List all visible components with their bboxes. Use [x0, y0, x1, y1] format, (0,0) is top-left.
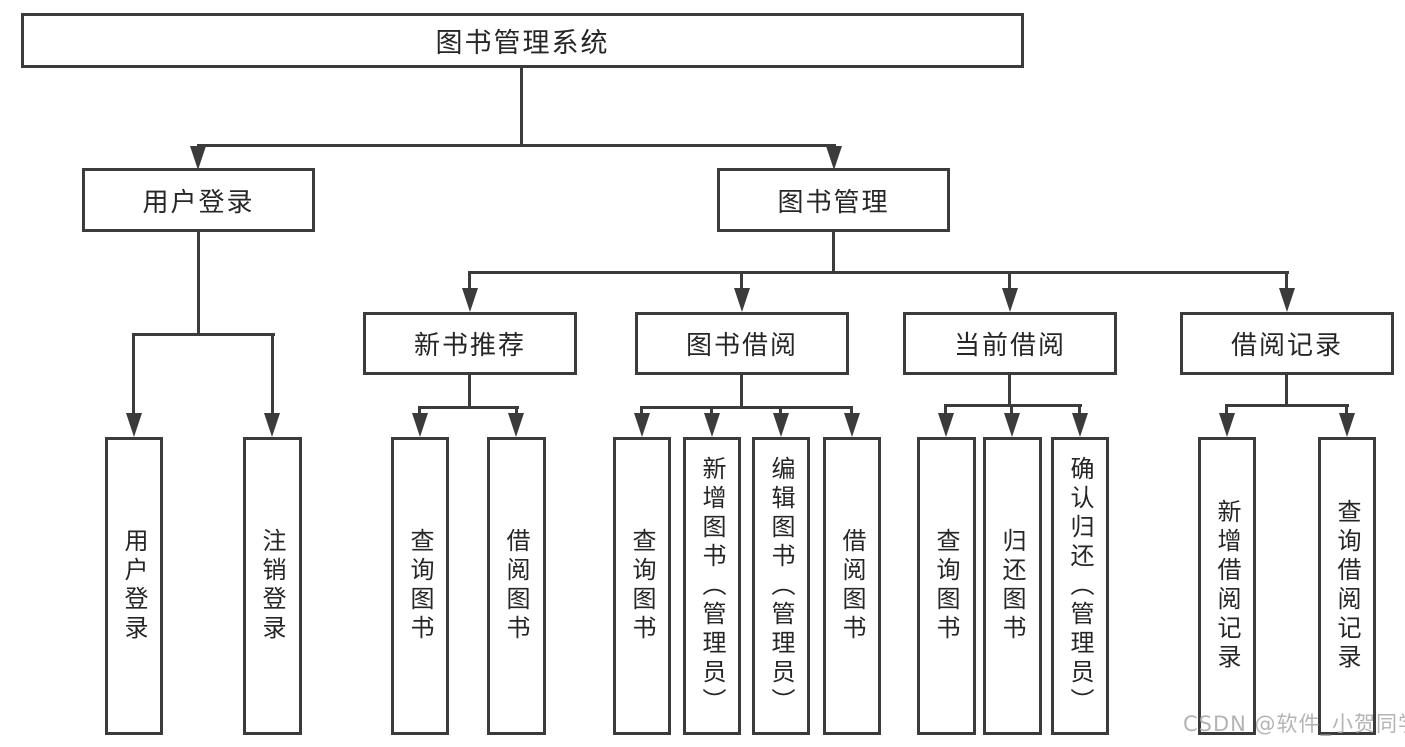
arrow-down — [508, 413, 524, 437]
node-user-login: 用户登录 — [82, 168, 315, 232]
node-book-borrow: 图书借阅 — [635, 312, 849, 375]
arrow-down — [1339, 413, 1355, 437]
leaf-br-query-record: 查询借阅记录 — [1318, 437, 1376, 735]
arrow-down — [1004, 413, 1020, 437]
node-root: 图书管理系统 — [21, 13, 1024, 68]
leaf-cb-confirm-return: 确认归还（管理员） — [1051, 437, 1109, 735]
arrow-down — [826, 146, 842, 170]
leaf-cb-query-book: 查询图书 — [917, 437, 976, 735]
connector-line — [740, 273, 743, 288]
leaf-br-add-record: 新增借阅记录 — [1198, 437, 1256, 735]
connector-line — [850, 408, 853, 413]
node-book-management: 图书管理 — [717, 168, 950, 232]
connector-line — [640, 406, 853, 409]
arrow-down — [1219, 413, 1235, 437]
node-current-borrow: 当前借阅 — [903, 312, 1117, 375]
watermark: CSDN @软件_小贺同学 — [1183, 712, 1405, 736]
connector-line — [1225, 406, 1228, 413]
connector-line — [1345, 406, 1348, 413]
connector-line — [710, 408, 713, 413]
arrow-down — [634, 413, 650, 437]
arrow-down — [704, 413, 720, 437]
connector-line — [468, 273, 471, 288]
connector-line — [1008, 273, 1011, 288]
connector-line — [520, 68, 523, 146]
leaf-nb-borrow-book: 借阅图书 — [487, 437, 546, 735]
arrow-down — [1279, 288, 1295, 312]
node-borrow-record: 借阅记录 — [1180, 312, 1394, 375]
leaf-bb-add-book: 新增图书（管理员） — [683, 437, 741, 735]
leaf-user-login: 用户登录 — [105, 437, 163, 735]
connector-line — [271, 335, 274, 413]
connector-line — [1008, 375, 1011, 406]
arrow-down — [412, 413, 428, 437]
leaf-cb-return-book: 归还图书 — [983, 437, 1042, 735]
leaf-bb-borrow-book: 借阅图书 — [823, 437, 881, 735]
connector-line — [197, 144, 836, 147]
leaf-bb-edit-book: 编辑图书（管理员） — [752, 437, 810, 735]
connector-line — [1285, 273, 1288, 288]
arrow-down — [462, 288, 478, 312]
connector-line — [779, 408, 782, 413]
arrow-down — [938, 413, 954, 437]
leaf-bb-query-book: 查询图书 — [613, 437, 671, 735]
arrow-down — [190, 146, 206, 170]
node-new-book-recommend: 新书推荐 — [363, 312, 577, 375]
arrow-down — [1002, 288, 1018, 312]
connector-line — [944, 406, 947, 413]
arrow-down — [126, 413, 142, 437]
connector-line — [515, 408, 518, 413]
connector-line — [418, 408, 421, 413]
connector-line — [468, 271, 1289, 274]
connector-line — [1078, 406, 1081, 413]
connector-line — [640, 408, 643, 413]
connector-line — [197, 232, 200, 335]
connector-line — [468, 375, 471, 408]
connector-line — [132, 333, 275, 336]
leaf-logout: 注销登录 — [243, 437, 302, 735]
connector-line — [418, 406, 519, 409]
arrow-down — [773, 413, 789, 437]
arrow-down — [264, 413, 280, 437]
arrow-down — [1072, 413, 1088, 437]
leaf-nb-query-book: 查询图书 — [391, 437, 449, 735]
connector-line — [1225, 404, 1349, 407]
connector-line — [1285, 375, 1288, 406]
connector-line — [944, 404, 1082, 407]
connector-line — [832, 232, 835, 273]
connector-line — [740, 375, 743, 408]
connector-line — [1010, 406, 1013, 413]
connector-line — [132, 335, 135, 413]
arrow-down — [734, 288, 750, 312]
arrow-down — [844, 413, 860, 437]
